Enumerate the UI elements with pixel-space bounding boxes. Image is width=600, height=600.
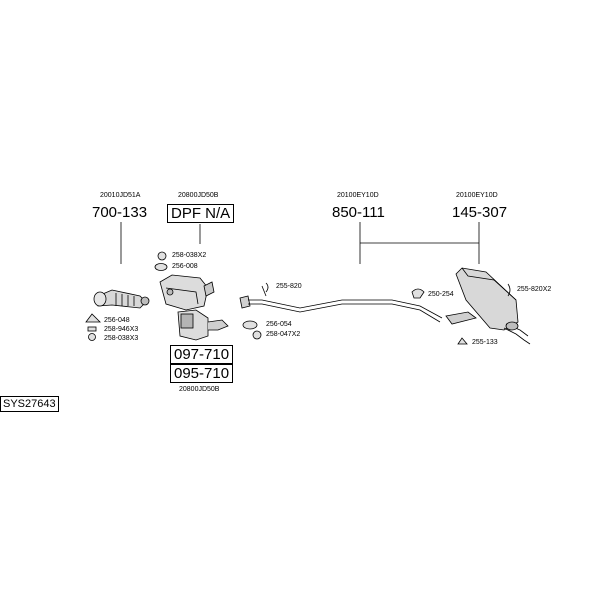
system-code: SYS27643 — [0, 396, 59, 412]
fitting-label[interactable]: 256-048 — [104, 317, 130, 324]
part-number-boxed[interactable]: 095-710 — [170, 364, 234, 383]
oem-label: 20800JD50B — [178, 192, 219, 199]
fitting-label[interactable]: 256-008 — [172, 263, 198, 270]
part-number[interactable]: 145-307 — [452, 204, 508, 221]
fitting-256-008-icon — [154, 263, 168, 271]
front-pipe-part — [93, 289, 150, 309]
fitting-label[interactable]: 256-054 — [266, 321, 292, 328]
oem-label: 20010JD51A — [100, 192, 141, 199]
fitting-label[interactable]: 258-038X3 — [104, 335, 139, 342]
fitting-255-133-icon — [457, 337, 468, 345]
part-number[interactable]: 700-133 — [92, 204, 148, 221]
fitting-255-820-icon — [265, 282, 269, 293]
oem-label: 20800JD50B — [179, 386, 220, 393]
part-number-boxed[interactable]: DPF N/A — [167, 204, 235, 223]
fitting-258-038X3-icon — [88, 333, 96, 341]
fitting-label[interactable]: 258-038X2 — [172, 252, 207, 259]
fitting-258-038X2-icon — [157, 251, 167, 261]
part-number-boxed[interactable]: 097-710 — [170, 345, 234, 364]
part-number[interactable]: 850-111 — [332, 204, 385, 221]
fitting-label[interactable]: 255-820 — [276, 283, 302, 290]
oem-label: 20100EY10D — [337, 192, 379, 199]
fitting-256-048-icon — [85, 313, 101, 323]
fitting-256-054-icon — [242, 320, 258, 330]
dpf-upper-part — [159, 274, 215, 311]
middle-pipe-part — [248, 285, 443, 323]
fitting-label[interactable]: 258-047X2 — [266, 331, 301, 338]
oem-label: 20100EY10D — [456, 192, 498, 199]
rear-silencer-part — [445, 267, 531, 345]
fitting-258-047X2-icon — [252, 330, 262, 340]
fitting-255-820X2-icon — [507, 283, 511, 297]
fitting-label[interactable]: 258-946X3 — [104, 326, 139, 333]
flange-part — [239, 295, 251, 309]
fitting-258-946X3-icon — [87, 326, 97, 332]
fitting-label[interactable]: 255-133 — [472, 339, 498, 346]
fitting-label[interactable]: 255-820X2 — [517, 286, 552, 293]
fitting-250-254-icon — [411, 288, 425, 299]
dpf-lower-part — [177, 309, 229, 341]
fitting-label[interactable]: 250-254 — [428, 291, 454, 298]
